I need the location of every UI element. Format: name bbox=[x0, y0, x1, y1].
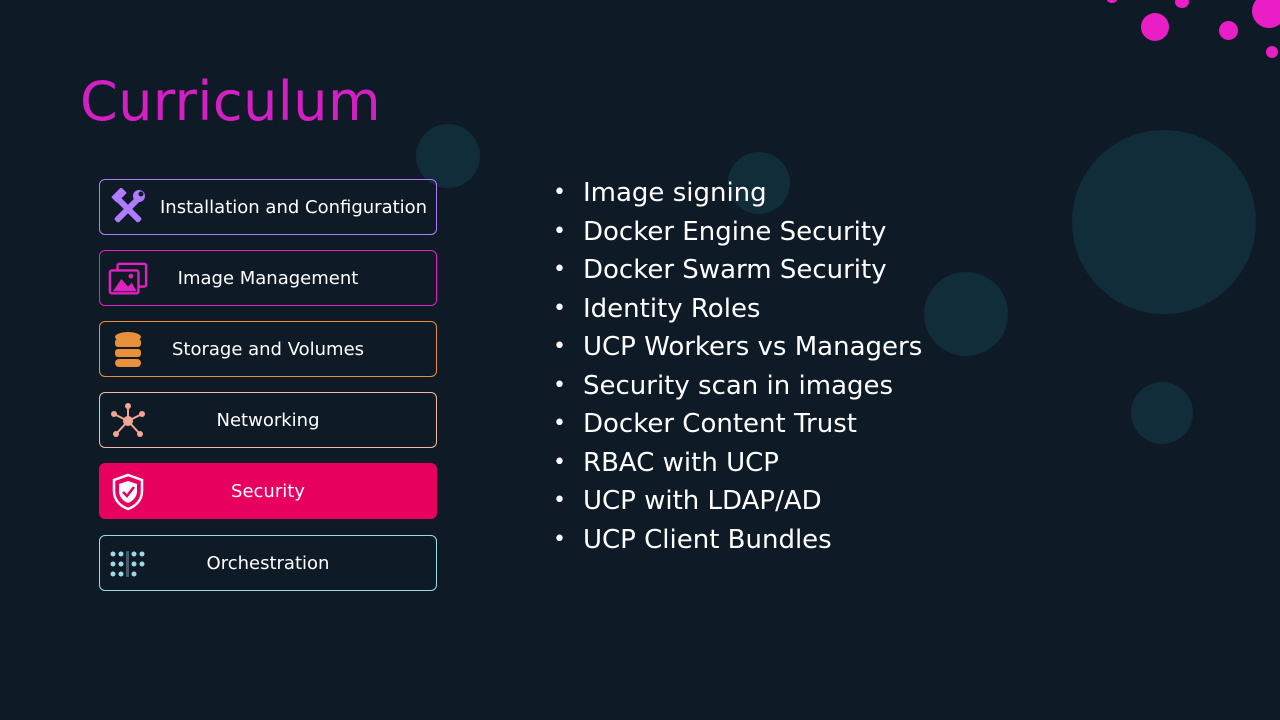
module-label: Security bbox=[231, 480, 305, 502]
module-networking[interactable]: Networking bbox=[99, 392, 437, 448]
topic-item: Docker Swarm Security bbox=[553, 251, 922, 290]
module-label: Networking bbox=[216, 409, 320, 431]
topic-item: Docker Content Trust bbox=[553, 405, 922, 444]
topic-item: Image signing bbox=[553, 174, 922, 213]
module-orchestration[interactable]: Orchestration bbox=[99, 535, 437, 591]
module-label: Image Management bbox=[177, 267, 359, 289]
decor-dot bbox=[1107, 0, 1117, 3]
topic-item: Security scan in images bbox=[553, 367, 922, 406]
decor-circle bbox=[924, 272, 1008, 356]
database-icon bbox=[108, 330, 148, 370]
decor-dot bbox=[1219, 21, 1238, 40]
module-image-management[interactable]: Image Management bbox=[99, 250, 437, 306]
topic-item: UCP Client Bundles bbox=[553, 521, 922, 560]
topic-list: Image signing Docker Engine Security Doc… bbox=[553, 174, 922, 559]
decor-dot bbox=[1266, 46, 1278, 58]
decor-dot bbox=[1252, 0, 1280, 28]
module-installation-configuration[interactable]: Installation and Configuration bbox=[99, 179, 437, 235]
topic-item: UCP with LDAP/AD bbox=[553, 482, 922, 521]
module-security[interactable]: Security bbox=[99, 463, 437, 519]
decor-dot bbox=[1141, 13, 1169, 41]
image-gallery-icon bbox=[108, 259, 148, 299]
decor-circle bbox=[1131, 382, 1193, 444]
topic-item: RBAC with UCP bbox=[553, 444, 922, 483]
module-label: Installation and Configuration bbox=[160, 196, 428, 218]
module-label: Storage and Volumes bbox=[171, 338, 365, 360]
module-label: Orchestration bbox=[206, 552, 330, 574]
topic-item: Docker Engine Security bbox=[553, 213, 922, 252]
shield-check-icon bbox=[108, 472, 148, 512]
decor-circle bbox=[1072, 130, 1256, 314]
module-storage-volumes[interactable]: Storage and Volumes bbox=[99, 321, 437, 377]
topic-item: Identity Roles bbox=[553, 290, 922, 329]
page-title: Curriculum bbox=[80, 70, 382, 133]
dots-grid-icon bbox=[108, 544, 148, 584]
decor-dot bbox=[1175, 0, 1189, 8]
decor-circle bbox=[416, 124, 480, 188]
topic-item: UCP Workers vs Managers bbox=[553, 328, 922, 367]
network-node-icon bbox=[108, 401, 148, 441]
hammer-wrench-icon bbox=[108, 188, 148, 228]
